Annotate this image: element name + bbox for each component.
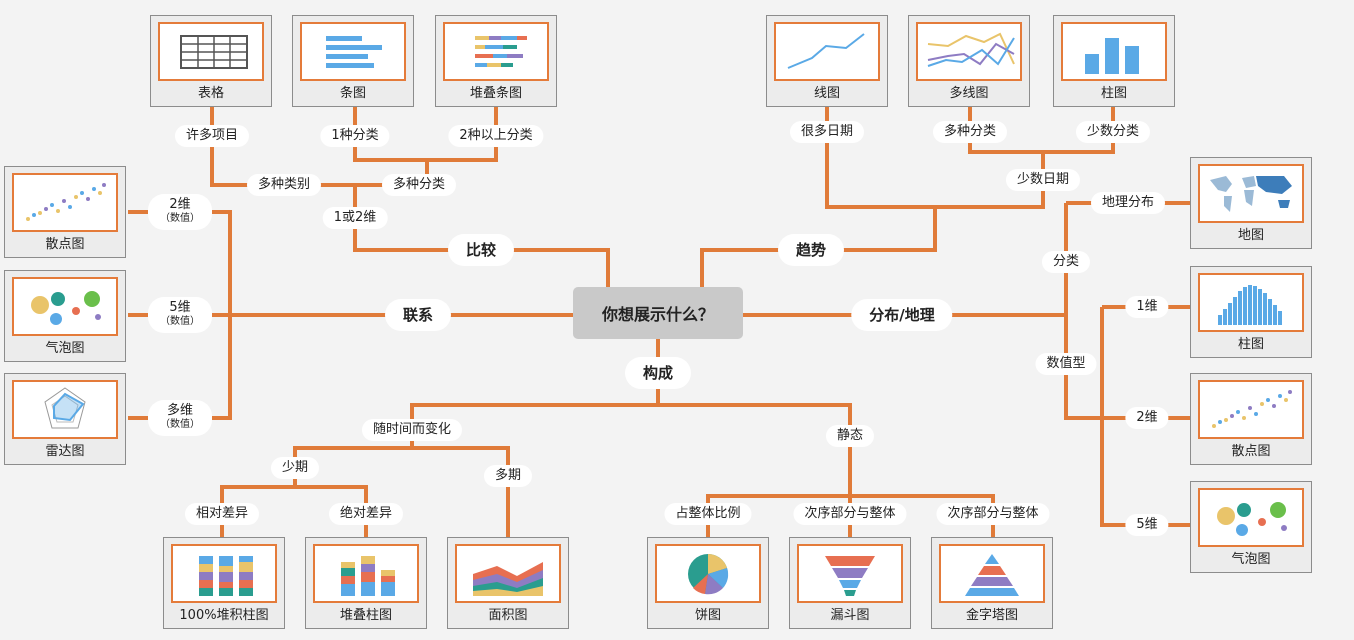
branch-label-static: 静态 bbox=[825, 425, 875, 447]
map-icon bbox=[1210, 176, 1292, 212]
chart-card-label: 面积图 bbox=[488, 608, 528, 623]
category-distribution: 分布/地理 bbox=[851, 299, 953, 331]
chart-card-pyramid[interactable]: 金字塔图 bbox=[931, 537, 1053, 629]
stacked-column-icon bbox=[341, 556, 395, 596]
branch-label-absolute-diff: 绝对差异 bbox=[328, 503, 404, 525]
chart-card-label: 堆叠柱图 bbox=[339, 608, 392, 623]
chart-card-label: 100%堆积柱图 bbox=[179, 608, 269, 623]
stacked-bar-chart-icon bbox=[475, 36, 527, 67]
dimension-label: 多维 bbox=[166, 403, 193, 418]
chart-card-table[interactable]: 表格 bbox=[150, 15, 272, 107]
chart-card-label: 散点图 bbox=[1231, 444, 1271, 459]
histogram-icon bbox=[1218, 285, 1282, 325]
branch-label-multi-class-trend: 多种分类 bbox=[932, 121, 1008, 143]
bubble-chart-icon bbox=[1217, 502, 1287, 536]
chart-card-bar[interactable]: 条图 bbox=[292, 15, 414, 107]
branch-label-few-dates: 少数日期 bbox=[1005, 169, 1081, 191]
chart-card-label: 漏斗图 bbox=[830, 608, 870, 623]
numeric-note: （数值） bbox=[160, 419, 200, 430]
chart-card-label: 线图 bbox=[813, 86, 840, 101]
branch-label-classify: 分类 bbox=[1041, 251, 1091, 273]
chart-card-label: 雷达图 bbox=[45, 444, 85, 459]
branch-label-relative-diff: 相对差异 bbox=[184, 503, 260, 525]
chart-card-column-distribution[interactable]: 柱图 bbox=[1190, 266, 1312, 358]
chart-card-multi-line[interactable]: 多线图 bbox=[908, 15, 1030, 107]
numeric-note: （数值） bbox=[160, 316, 200, 327]
center-question: 你想展示什么？ bbox=[573, 287, 743, 339]
bar-chart-icon bbox=[326, 36, 382, 68]
branch-label-1d: 1维 bbox=[1125, 296, 1169, 318]
chart-card-label: 散点图 bbox=[45, 237, 85, 252]
chart-card-area[interactable]: 面积图 bbox=[447, 537, 569, 629]
branch-label-2d-relation: 2维 （数值） bbox=[148, 194, 212, 230]
scatter-chart-icon bbox=[26, 183, 106, 221]
branch-label-geo: 地理分布 bbox=[1090, 192, 1166, 214]
chart-card-label: 堆叠条图 bbox=[469, 86, 522, 101]
chart-card-label: 地图 bbox=[1237, 228, 1264, 243]
chart-card-stacked-column[interactable]: 堆叠柱图 bbox=[305, 537, 427, 629]
chart-card-stacked-bar[interactable]: 堆叠条图 bbox=[435, 15, 557, 107]
branch-label-one-or-two-dim: 1或2维 bbox=[322, 207, 388, 229]
chart-card-column[interactable]: 柱图 bbox=[1053, 15, 1175, 107]
chart-card-scatter-relation[interactable]: 散点图 bbox=[4, 166, 126, 258]
branch-label-multi-class: 多种分类 bbox=[381, 174, 457, 196]
pyramid-chart-icon bbox=[965, 554, 1019, 596]
chart-card-label: 多线图 bbox=[949, 86, 989, 101]
table-icon bbox=[180, 35, 248, 69]
chart-card-funnel[interactable]: 漏斗图 bbox=[789, 537, 911, 629]
branch-label-2d: 2维 bbox=[1125, 407, 1169, 429]
category-compare: 比较 bbox=[447, 234, 515, 266]
dimension-label: 2维 bbox=[169, 197, 191, 212]
branch-label-share-whole: 占整体比例 bbox=[664, 503, 752, 525]
chart-card-label: 饼图 bbox=[694, 608, 721, 623]
branch-label-5d-relation: 5维 （数值） bbox=[148, 297, 212, 333]
branch-label-two-plus-class: 2种以上分类 bbox=[448, 125, 544, 147]
branch-label-many-items: 许多项目 bbox=[174, 125, 250, 147]
dimension-label: 5维 bbox=[169, 300, 191, 315]
branch-label-few-class: 少数分类 bbox=[1075, 121, 1151, 143]
area-chart-icon bbox=[473, 562, 543, 596]
scatter-chart-icon bbox=[1212, 390, 1292, 428]
chart-card-radar[interactable]: 雷达图 bbox=[4, 373, 126, 465]
chart-card-label: 表格 bbox=[197, 86, 224, 101]
category-trend: 趋势 bbox=[777, 234, 845, 266]
radar-chart-icon bbox=[44, 387, 86, 429]
chart-card-pie[interactable]: 饼图 bbox=[647, 537, 769, 629]
branch-label-numeric: 数值型 bbox=[1035, 353, 1097, 375]
numeric-note: （数值） bbox=[160, 213, 200, 224]
branch-label-few-periods: 少期 bbox=[270, 457, 320, 479]
line-chart-icon bbox=[787, 33, 865, 69]
branch-label-order-part-whole-funnel: 次序部分与整体 bbox=[793, 503, 907, 525]
branch-label-many-periods: 多期 bbox=[483, 465, 533, 487]
chart-card-100pct-stacked-column[interactable]: 100%堆积柱图 bbox=[163, 537, 285, 629]
branch-label-over-time: 随时间而变化 bbox=[361, 419, 463, 441]
chart-card-bubble-relation[interactable]: 气泡图 bbox=[4, 270, 126, 362]
chart-card-label: 柱图 bbox=[1100, 86, 1127, 101]
chart-card-line[interactable]: 线图 bbox=[766, 15, 888, 107]
chart-card-label: 金字塔图 bbox=[965, 608, 1018, 623]
branch-label-5d: 5维 bbox=[1125, 514, 1169, 536]
chart-card-label: 气泡图 bbox=[45, 341, 85, 356]
funnel-chart-icon bbox=[825, 556, 875, 596]
branch-label-order-part-whole-pyramid: 次序部分与整体 bbox=[936, 503, 1050, 525]
category-composition: 构成 bbox=[624, 357, 692, 389]
chart-card-label: 气泡图 bbox=[1231, 552, 1271, 567]
percent-stacked-column-icon bbox=[199, 556, 253, 596]
multi-line-chart-icon bbox=[927, 32, 1015, 67]
pie-chart-icon bbox=[688, 554, 729, 595]
category-relation: 联系 bbox=[384, 299, 452, 331]
branch-label-multi-dim-relation: 多维 （数值） bbox=[148, 400, 212, 436]
chart-card-label: 条图 bbox=[339, 86, 366, 101]
branch-label-many-class: 多种类别 bbox=[246, 174, 322, 196]
chart-card-bubble-distribution[interactable]: 气泡图 bbox=[1190, 481, 1312, 573]
branch-label-one-class: 1种分类 bbox=[320, 125, 390, 147]
branch-label-many-dates: 很多日期 bbox=[789, 121, 865, 143]
bubble-chart-icon bbox=[31, 291, 101, 325]
chart-card-map[interactable]: 地图 bbox=[1190, 157, 1312, 249]
chart-card-label: 柱图 bbox=[1237, 337, 1264, 352]
chart-card-scatter-distribution[interactable]: 散点图 bbox=[1190, 373, 1312, 465]
column-chart-icon bbox=[1085, 38, 1139, 74]
